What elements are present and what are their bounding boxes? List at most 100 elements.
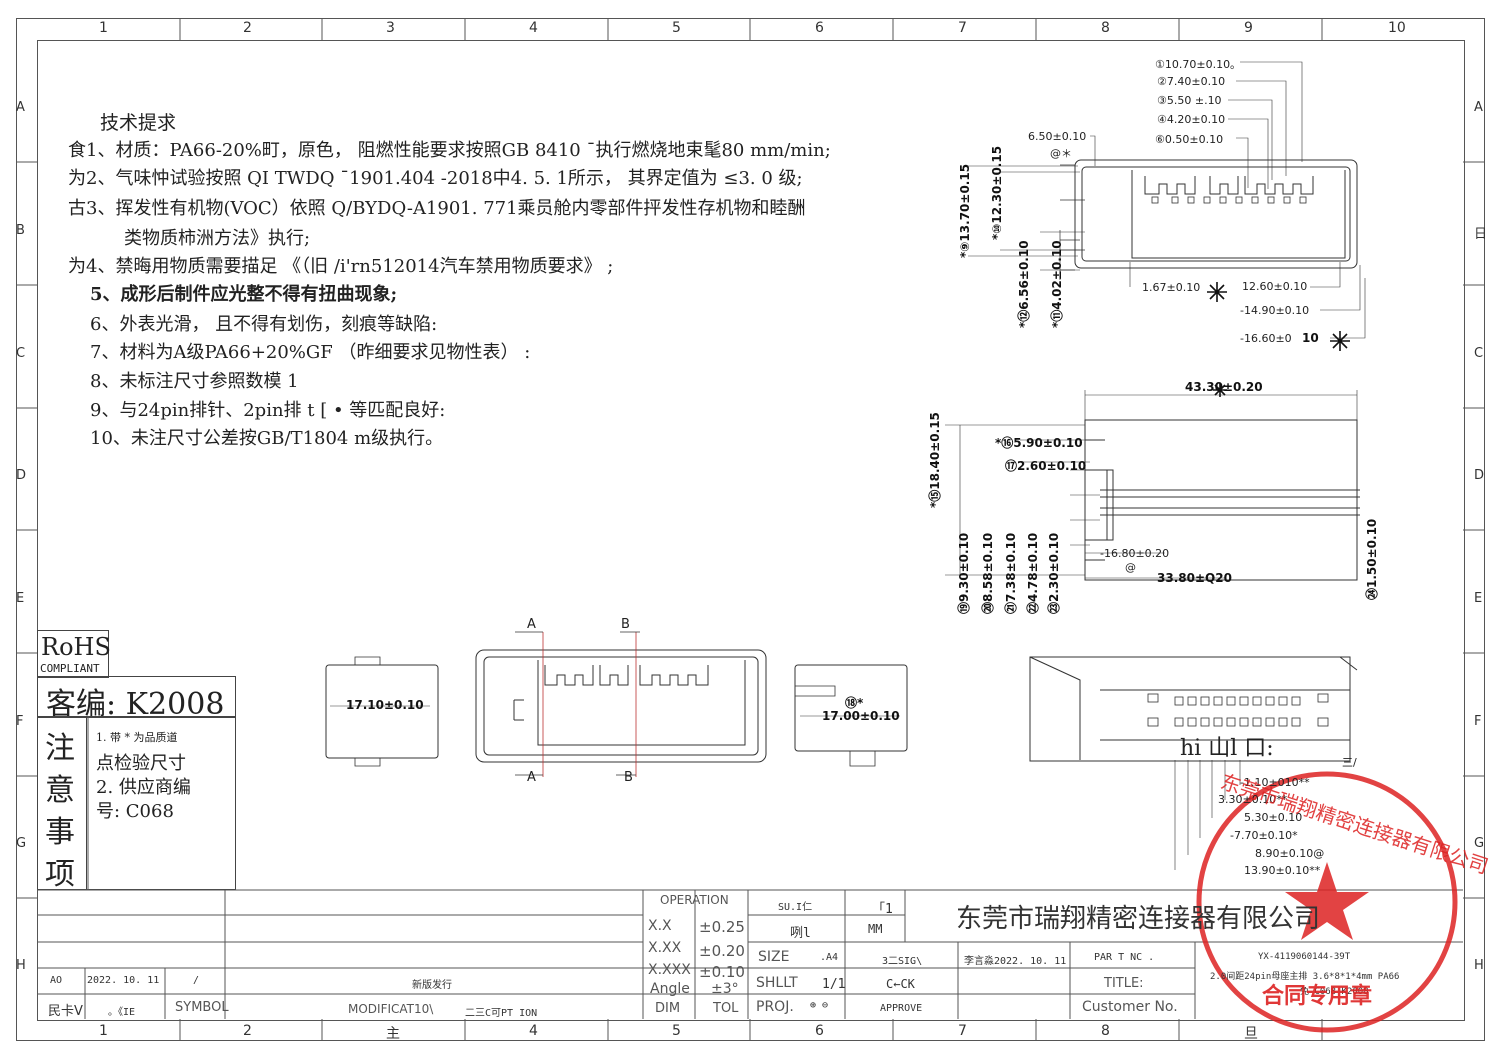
rev-code: AO: [50, 975, 63, 986]
dim-vertical: ㉔1.50±0.10: [1365, 518, 1379, 600]
row-label: MODIFICAT10\: [348, 1002, 434, 1016]
unit-label: 咧l: [790, 926, 811, 941]
requirement-item: 食1、材质：PA66-20%町，原色， 阻燃性能要求按照GB 8410 ¯执行燃…: [68, 140, 831, 161]
tol-key: X.XXX: [648, 962, 691, 978]
notes-line: 号: C068: [96, 801, 174, 822]
tol-key: DIM: [655, 1001, 681, 1016]
dim-label: *⑯5.90±0.10: [995, 436, 1083, 450]
tol-val: ±0.25: [699, 918, 745, 936]
section-dim-right: 17.00±0.10: [822, 709, 900, 723]
dim-label: 43.30±0.20: [1185, 380, 1263, 394]
check-label: C←CK: [886, 977, 915, 991]
dim-label: -16.80±0.20: [1100, 547, 1170, 560]
dim-label: -14.90±0.10: [1240, 304, 1310, 317]
zone-letter: G: [16, 836, 27, 851]
dim-label: 6.50±0.10: [1028, 130, 1087, 143]
stamp-subtext: 合同专用章: [1262, 983, 1373, 1009]
dim-vertical: ⑳8.58±0.10: [981, 532, 995, 614]
dim-label: ③5.50 ±.10: [1157, 94, 1222, 107]
size-value: .A4: [820, 952, 839, 963]
notes-line: 2. 供应商编: [96, 777, 191, 798]
zone-number: 6: [815, 1023, 824, 1039]
dim-label: ②7.40±0.10: [1157, 75, 1226, 88]
section-label-b: B: [624, 770, 633, 785]
section-right: [794, 664, 908, 767]
zone-letter: C: [16, 346, 26, 361]
operation-label: OPERATION: [660, 893, 729, 907]
bottom-view-garble: hi 山l 口:: [1180, 736, 1274, 761]
tol-val: ±3°: [711, 981, 739, 997]
zone-number: 7: [958, 20, 967, 36]
zone-number: 旦: [1244, 1026, 1258, 1042]
title-block-grid: [16, 18, 1484, 1040]
zone-number: 3: [386, 20, 395, 36]
zone-letter: D: [16, 468, 27, 483]
zone-letter: G: [1474, 836, 1485, 851]
zone-letter: H: [16, 958, 26, 973]
part-title: 2.0间距24pin母座主排 3.6*8*1*4mm PA66: [1210, 972, 1400, 982]
requirement-item: 8、未标注尺寸参照数模 1: [90, 371, 299, 392]
tol-val: ±0.20: [699, 942, 745, 960]
dim-label: 5.30±0.10: [1244, 811, 1303, 824]
company-stamp: [1196, 771, 1458, 1033]
tol-key: X.X: [648, 918, 672, 934]
dim-vertical: *⑪4.02±0.10: [1050, 240, 1064, 328]
zone-letter: A: [1474, 100, 1483, 115]
zone-number: 主: [386, 1026, 400, 1042]
zone-number: 8: [1101, 20, 1110, 36]
sheet-label: SHLLT: [756, 975, 798, 991]
zone-number: 1: [99, 20, 108, 36]
rohs-subtitle: COMPLIANT: [40, 662, 100, 675]
requirement-item: 5、成形后制件应光整不得有扭曲现象;: [90, 284, 398, 305]
section-label-a: A: [527, 617, 536, 632]
zone-letter: A: [16, 100, 25, 115]
dim-vertical: *⑫6.56±0.10: [1017, 240, 1031, 328]
dim-vertical: ㉑7.38±0.10: [1004, 532, 1018, 614]
design-label: 3二SIG\: [882, 956, 923, 967]
dim-label: ⑰2.60±0.10: [1005, 459, 1087, 473]
bottom-view-mark: 三/: [1342, 756, 1357, 769]
zone-letter: E: [16, 591, 25, 606]
notes-title-char: 注: [45, 731, 75, 766]
row-label: 二三C可PT ION: [465, 1008, 538, 1019]
zone-letter: B: [16, 223, 25, 238]
zone-letter: E: [1474, 591, 1483, 606]
dim-vertical: *⑮18.40±0.15: [928, 412, 942, 508]
dim-vertical: ㉒4.78±0.10: [1026, 532, 1040, 614]
dim-vertical: *⑨13.70±0.15: [958, 163, 972, 258]
zone-number: 2: [243, 1023, 252, 1039]
requirement-item: 为2、气味忡试验按照 QI TWDQ ¯1901.404 -2018中4. 5.…: [68, 168, 803, 189]
dim-label: 8.90±0.10@: [1255, 847, 1325, 860]
tol-key: Angle: [650, 981, 690, 997]
dim-label: ①10.70±0.10。: [1155, 58, 1242, 71]
section-label-b: B: [621, 617, 630, 632]
sheet-value: 1/1: [822, 977, 846, 992]
zone-number: 9: [1244, 20, 1253, 36]
zone-number: 7: [958, 1023, 967, 1039]
zone-letter: 日: [1474, 227, 1488, 242]
zone-number: 1: [99, 1023, 108, 1039]
requirement-item: 7、材料为A级PA66+20%GF （昨细要求见物性表） :: [90, 342, 531, 363]
qc-markers: [1207, 282, 1350, 397]
notes-title-char: 项: [45, 857, 75, 892]
requirement-item: 类物质柿洲方法》执行;: [124, 228, 311, 249]
zone-number: 4: [529, 1023, 538, 1039]
rev-symbol: /: [193, 975, 200, 986]
zone-letter: H: [1474, 958, 1484, 973]
requirement-item: 为4、禁晦用物质需要描足 《（旧 /i'rn512014汽车禁用物质要求》 ;: [68, 256, 614, 277]
zone-number: 6: [815, 20, 824, 36]
dim-label: ④4.20±0.10: [1157, 113, 1226, 126]
dim-label: 1.67±0.10: [1142, 281, 1201, 294]
customer-no: 免 C068 K2008: [1300, 987, 1369, 997]
side-view: [945, 390, 1360, 581]
part-label: PAR T NC .: [1094, 952, 1155, 963]
dim-vertical: ㉓2.30±0.10: [1047, 532, 1061, 614]
rohs-badge: RoHS COMPLIANT: [37, 630, 111, 678]
requirement-item: 9、与24pin排针、2pin排 t [ • 等匹配良好:: [90, 400, 446, 421]
zone-number: 10: [1388, 20, 1406, 36]
customer-no-label: Customer No.: [1082, 999, 1178, 1015]
row-label: SYMBOL: [175, 1000, 229, 1015]
scale-value: 「1: [872, 902, 893, 917]
proj-label: PROJ.: [756, 999, 794, 1015]
